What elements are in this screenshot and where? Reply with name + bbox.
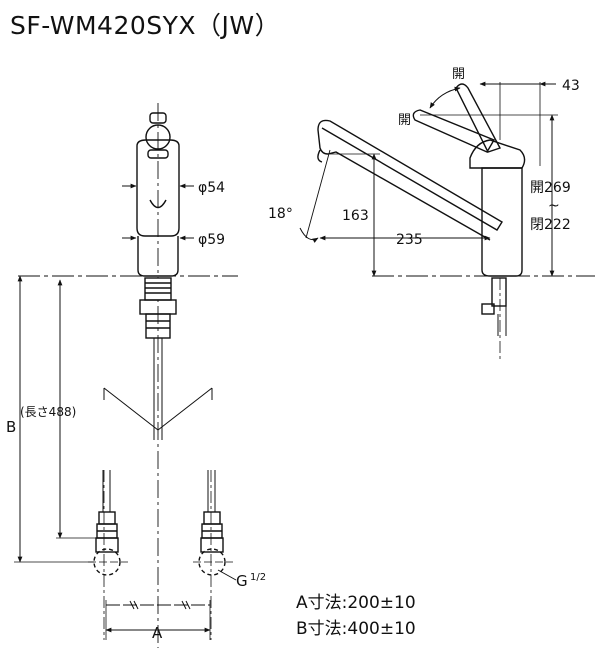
dim-235-label: 235 — [396, 232, 423, 248]
model-title: SF-WM420SYX（JW） — [10, 11, 281, 40]
dim-269-label: 開269 — [530, 180, 571, 196]
side-labels: 開 開 43 18° 163 235 開269 ~ 閉222 — [268, 67, 580, 248]
dim-a-label: A — [152, 624, 163, 642]
dim-43-label: 43 — [562, 78, 580, 94]
spec-b-dimension: B寸法:400±10 — [296, 619, 416, 639]
front-shank — [144, 277, 172, 301]
front-lever-body — [136, 139, 180, 237]
length-label: (長さ488) — [20, 405, 76, 419]
side-view — [299, 81, 595, 360]
thread-label: G — [236, 572, 248, 590]
side-lever-open — [412, 109, 496, 153]
open-mid-label: 開 — [398, 113, 411, 128]
open-top-label: 開 — [452, 67, 465, 82]
spec-a-dimension: A寸法:200±10 — [296, 593, 416, 613]
side-spout — [317, 119, 503, 241]
dia-54-label: φ54 — [198, 180, 225, 196]
front-view — [14, 103, 238, 648]
left-valve — [93, 548, 121, 576]
tilde-label: ~ — [548, 198, 560, 214]
front-handle-knob — [149, 112, 167, 124]
front-break-line — [103, 387, 213, 431]
angle-18-label: 18° — [268, 206, 293, 222]
dim-b-label: B — [6, 418, 16, 436]
front-labels: φ54 φ59 B (長さ488) A G 1/2 — [6, 180, 266, 642]
side-lever-closed — [455, 83, 502, 153]
dim-222-label: 閉222 — [530, 217, 571, 233]
thread-fraction-label: 1/2 — [250, 572, 266, 583]
dim-163-label: 163 — [342, 208, 369, 224]
right-valve — [198, 548, 226, 576]
dia-59-label: φ59 — [198, 232, 225, 248]
